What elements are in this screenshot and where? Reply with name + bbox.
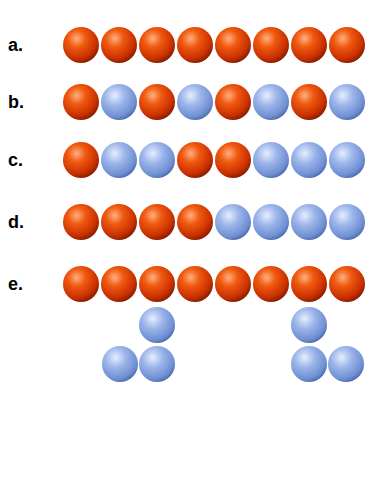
- red-monomer: [215, 142, 251, 178]
- blue-monomer: [291, 142, 327, 178]
- red-monomer: [177, 204, 213, 240]
- red-monomer: [139, 266, 175, 302]
- blue-monomer: [253, 84, 289, 120]
- row-label: b.: [8, 93, 24, 111]
- red-monomer: [177, 27, 213, 63]
- red-monomer: [139, 27, 175, 63]
- red-monomer: [291, 266, 327, 302]
- row-label: e.: [8, 275, 23, 293]
- blue-monomer: [215, 204, 251, 240]
- red-monomer: [63, 27, 99, 63]
- blue-monomer: [139, 142, 175, 178]
- blue-monomer: [101, 84, 137, 120]
- blue-monomer: [291, 346, 327, 382]
- red-monomer: [291, 27, 327, 63]
- blue-monomer: [139, 307, 175, 343]
- blue-monomer: [253, 204, 289, 240]
- red-monomer: [215, 266, 251, 302]
- red-monomer: [63, 204, 99, 240]
- red-monomer: [291, 84, 327, 120]
- red-monomer: [101, 266, 137, 302]
- red-monomer: [139, 204, 175, 240]
- red-monomer: [253, 27, 289, 63]
- blue-monomer: [328, 346, 364, 382]
- red-monomer: [139, 84, 175, 120]
- red-monomer: [177, 266, 213, 302]
- row-label: d.: [8, 213, 24, 231]
- red-monomer: [63, 142, 99, 178]
- blue-monomer: [253, 142, 289, 178]
- blue-monomer: [329, 204, 365, 240]
- blue-monomer: [139, 346, 175, 382]
- blue-monomer: [101, 142, 137, 178]
- blue-monomer: [329, 142, 365, 178]
- blue-monomer: [177, 84, 213, 120]
- red-monomer: [253, 266, 289, 302]
- blue-monomer: [329, 84, 365, 120]
- red-monomer: [101, 27, 137, 63]
- red-monomer: [63, 266, 99, 302]
- red-monomer: [215, 84, 251, 120]
- red-monomer: [215, 27, 251, 63]
- blue-monomer: [102, 346, 138, 382]
- blue-monomer: [291, 204, 327, 240]
- row-label: c.: [8, 151, 23, 169]
- red-monomer: [329, 266, 365, 302]
- red-monomer: [177, 142, 213, 178]
- red-monomer: [101, 204, 137, 240]
- blue-monomer: [291, 307, 327, 343]
- red-monomer: [329, 27, 365, 63]
- row-label: a.: [8, 36, 23, 54]
- red-monomer: [63, 84, 99, 120]
